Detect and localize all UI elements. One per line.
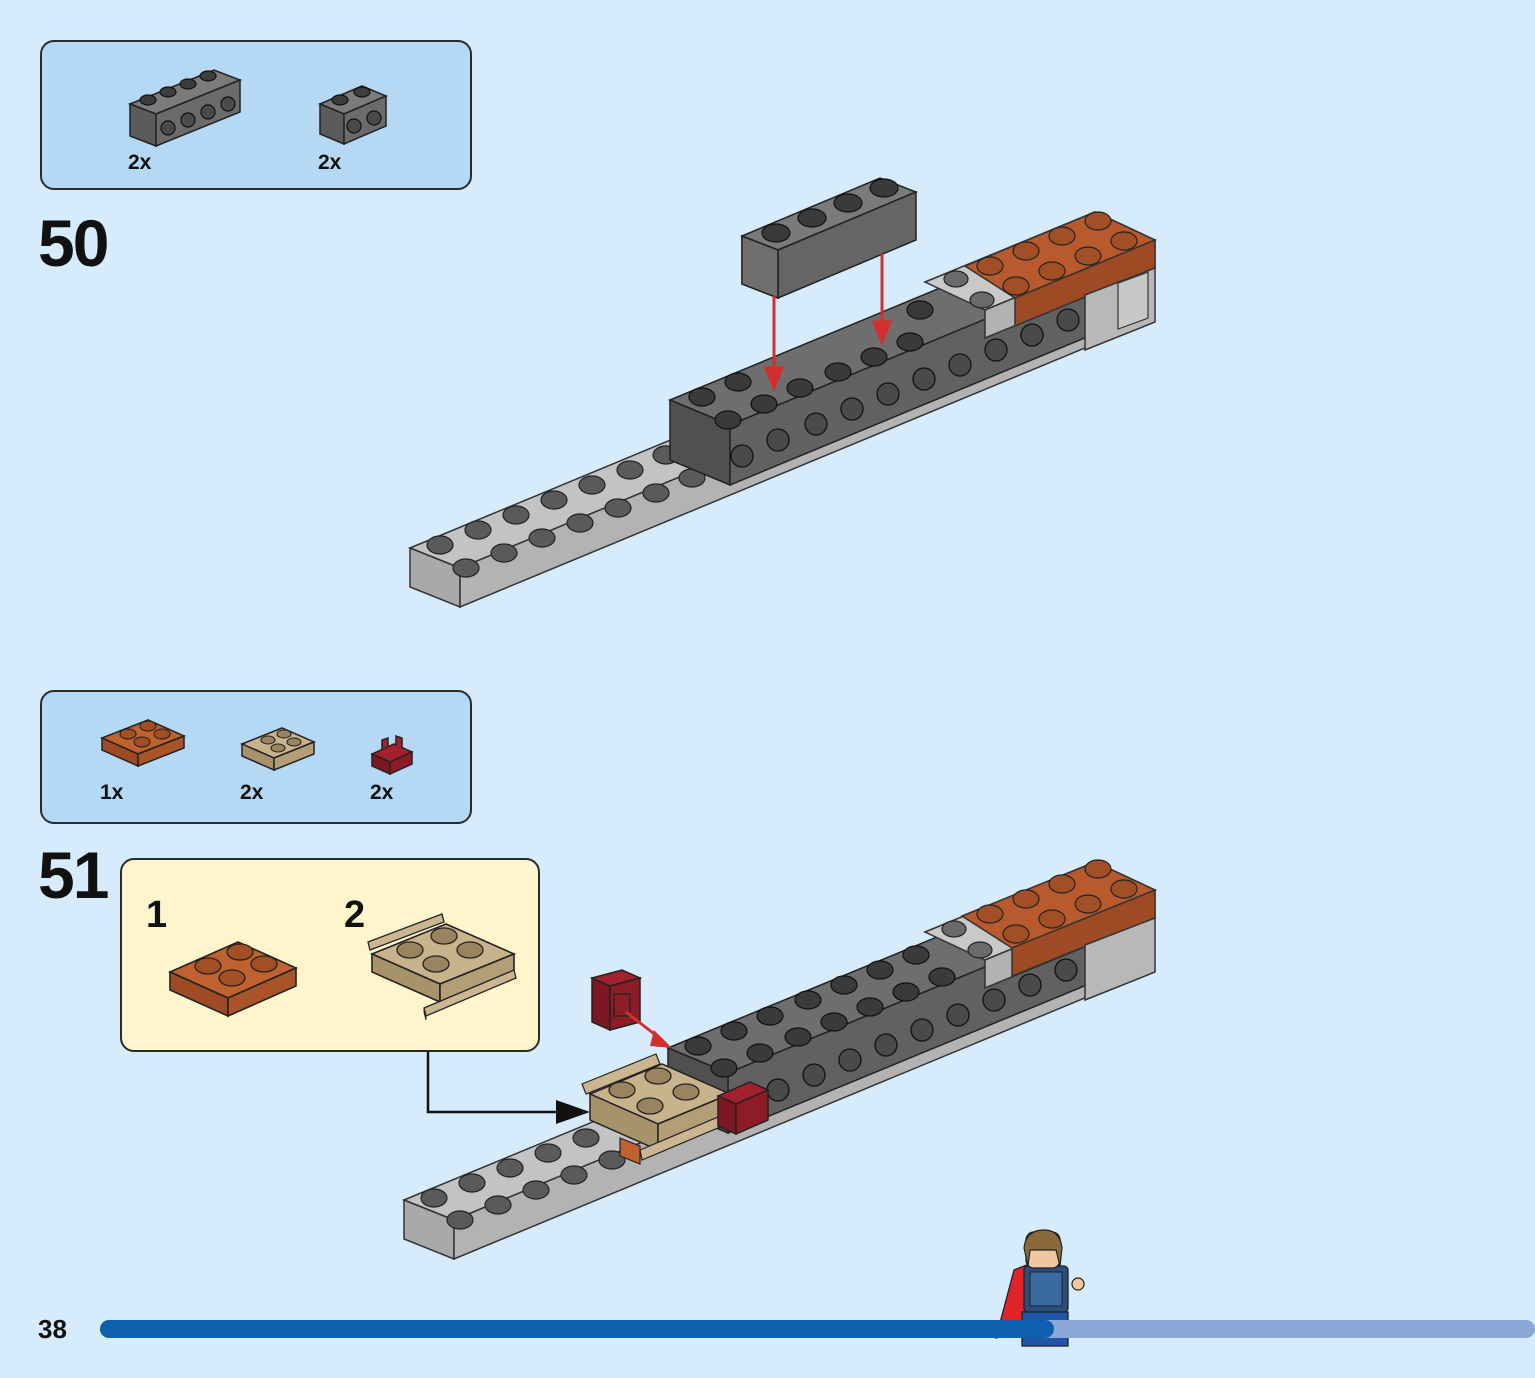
- step-number: 51: [38, 838, 109, 912]
- orange-plate-subassembly-icon: [168, 941, 298, 1018]
- progress-fill: [100, 1320, 1054, 1338]
- tan-rail-subassembly-icon: [367, 913, 517, 1021]
- part-qty: 2x: [128, 151, 152, 174]
- parts-list-step-50: 2x 2x: [40, 40, 472, 190]
- sub-step-number: 1: [146, 894, 168, 936]
- sub-step-number: 2: [344, 894, 366, 936]
- orange-plate-2x2-icon: [100, 719, 186, 768]
- part-qty: 2x: [318, 151, 342, 174]
- step-number: 50: [38, 206, 109, 280]
- dark-gray-brick-1x4-icon: [127, 69, 243, 148]
- part-qty: 1x: [100, 781, 124, 804]
- parts-list-step-51: 1x 2x 2x: [40, 690, 472, 824]
- sub-assembly-callout: 1 2: [120, 858, 540, 1052]
- step-50-assembly-illustration: [408, 177, 1157, 609]
- tan-rail-plate-2x2-icon: [240, 727, 316, 772]
- dark-gray-brick-1x2-icon: [318, 85, 388, 146]
- part-qty: 2x: [370, 781, 394, 804]
- part-qty: 2x: [240, 781, 264, 804]
- dark-red-clip-icon: [370, 734, 414, 776]
- page-number: 38: [38, 1314, 67, 1344]
